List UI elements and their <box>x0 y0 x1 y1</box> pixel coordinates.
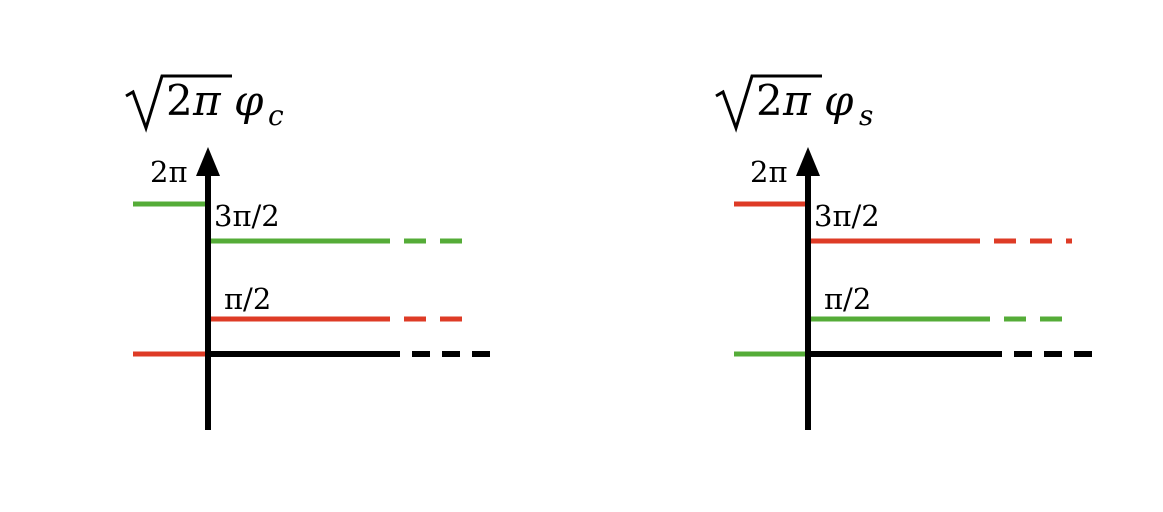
phi-subscript: s <box>859 99 873 132</box>
panel-title-phi-s: 2 π φ s <box>715 74 873 133</box>
sqrt-arg-symbol: π <box>782 76 812 125</box>
label-three-pi-over-two: 3π/2 <box>814 199 880 233</box>
label-two-pi: 2π <box>150 155 188 189</box>
vertical-axis-arrowhead <box>796 147 820 176</box>
lower-step-line <box>734 316 968 357</box>
phi-symbol: φ <box>234 76 264 125</box>
phi-symbol: φ <box>824 76 854 125</box>
panel-phi-s: 2 π φ s 2π 3π/2 π/2 <box>715 74 1092 430</box>
phi-subscript: c <box>268 99 284 132</box>
label-pi-over-two: π/2 <box>224 282 271 316</box>
label-pi-over-two: π/2 <box>824 282 871 316</box>
sqrt-arg-number: 2 <box>166 76 193 125</box>
lower-step-line <box>133 316 368 357</box>
panel-phi-c: 2 π φ c 2π 3π/2 π/2 <box>125 74 490 430</box>
sqrt-arg-symbol: π <box>192 76 222 125</box>
vertical-axis-arrowhead <box>196 147 220 176</box>
sqrt-radical-sign <box>125 74 232 133</box>
label-two-pi: 2π <box>750 155 788 189</box>
panel-title-phi-c: 2 π φ c <box>125 74 284 133</box>
label-three-pi-over-two: 3π/2 <box>214 199 280 233</box>
sqrt-arg-number: 2 <box>756 76 783 125</box>
sqrt-radical-sign <box>715 74 822 133</box>
